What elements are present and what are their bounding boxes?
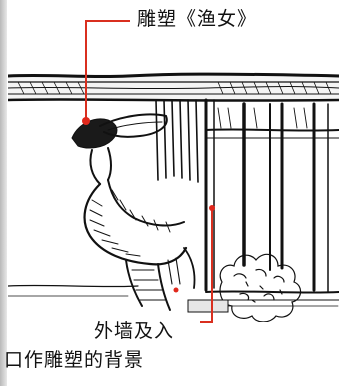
building-sketch-illustration — [8, 72, 339, 322]
figure-caption: 口作雕塑的背景 — [4, 349, 145, 371]
sculpture-annotation-label: 雕塑《渔女》 — [137, 8, 258, 30]
page-edge-shadow — [0, 0, 7, 386]
wall-annotation-label: 外墙及入 — [94, 320, 175, 342]
